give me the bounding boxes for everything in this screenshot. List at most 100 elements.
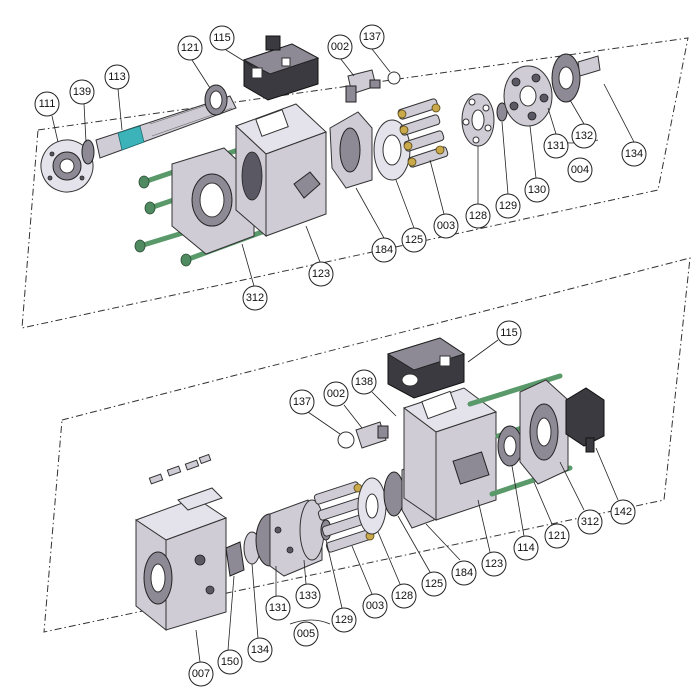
svg-text:150: 150 <box>221 656 239 668</box>
retainer-128-upper <box>461 93 495 147</box>
svg-text:125: 125 <box>425 578 443 590</box>
callout-138: 138 <box>351 369 377 395</box>
lower-assembly <box>134 337 605 632</box>
svg-text:115: 115 <box>500 327 518 339</box>
svg-text:137: 137 <box>363 31 381 43</box>
svg-text:125: 125 <box>405 234 423 246</box>
callouts: 111 139 113 121 115 002 137 131 132 134 … <box>34 24 647 687</box>
svg-text:002: 002 <box>327 388 345 400</box>
part-129-upper <box>496 102 508 122</box>
svg-text:005: 005 <box>297 628 315 640</box>
callout-121-lower: 121 <box>544 523 570 549</box>
callout-125-upper: 125 <box>401 227 427 253</box>
upper-assembly <box>40 35 601 267</box>
callout-131-upper: 131 <box>543 133 569 159</box>
callout-130: 130 <box>524 177 550 203</box>
callout-004: 004 <box>567 157 593 183</box>
svg-text:004: 004 <box>571 164 589 176</box>
callout-142: 142 <box>610 499 636 525</box>
callout-111: 111 <box>34 91 60 117</box>
callout-002-lower: 002 <box>323 381 349 407</box>
callout-184-lower: 184 <box>451 560 477 586</box>
svg-text:128: 128 <box>469 210 487 222</box>
valve-plate-131-132 <box>551 53 581 103</box>
disc-137-upper <box>387 71 401 85</box>
callout-123-upper: 123 <box>308 261 334 287</box>
callout-139: 139 <box>69 79 95 105</box>
callout-007: 007 <box>188 661 214 687</box>
upper-assembly-frame <box>21 37 689 329</box>
plate-125-upper <box>373 119 411 181</box>
callout-115-upper: 115 <box>209 25 235 51</box>
plates-125-128-lower <box>357 471 405 535</box>
callout-312-lower: 312 <box>577 509 603 535</box>
callout-123-lower: 123 <box>481 551 507 577</box>
swash-plate-184-upper <box>329 111 373 189</box>
pin-002-lower <box>355 421 389 449</box>
callout-113: 113 <box>104 64 130 90</box>
svg-text:132: 132 <box>575 130 593 142</box>
disc-137-lower <box>337 431 355 449</box>
svg-text:133: 133 <box>299 590 317 602</box>
callout-003-lower: 003 <box>362 593 388 619</box>
pin-002-upper <box>345 69 381 103</box>
callout-137-upper: 137 <box>359 24 385 50</box>
callout-005: 005 <box>293 621 319 647</box>
pistons-003-lower <box>313 481 375 553</box>
callout-125-lower: 125 <box>421 571 447 597</box>
callout-312-upper: 312 <box>242 285 268 311</box>
svg-text:312: 312 <box>581 516 599 528</box>
svg-text:003: 003 <box>437 220 455 232</box>
valve-142 <box>565 387 605 453</box>
svg-text:128: 128 <box>395 590 413 602</box>
svg-text:312: 312 <box>246 292 264 304</box>
callout-184-upper: 184 <box>371 237 397 263</box>
svg-text:121: 121 <box>548 530 566 542</box>
svg-text:121: 121 <box>181 42 199 54</box>
svg-text:007: 007 <box>192 668 210 680</box>
small-bolts-lower <box>148 453 212 485</box>
housing-123-lower <box>402 387 498 521</box>
callout-128-lower: 128 <box>391 583 417 609</box>
housing-123-upper <box>235 103 327 238</box>
svg-text:129: 129 <box>499 200 517 212</box>
svg-text:131: 131 <box>547 140 565 152</box>
svg-text:123: 123 <box>485 558 503 570</box>
svg-text:184: 184 <box>375 244 393 256</box>
callout-133: 133 <box>295 583 321 609</box>
callout-115-lower: 115 <box>496 320 522 346</box>
cylinder-130 <box>503 65 553 127</box>
shaft-end-134-upper <box>577 55 601 77</box>
callout-114: 114 <box>513 535 539 561</box>
callout-134-upper: 134 <box>621 141 647 167</box>
valve-block-115-upper <box>242 35 320 101</box>
svg-text:129: 129 <box>335 614 353 626</box>
svg-text:130: 130 <box>528 184 546 196</box>
svg-text:137: 137 <box>293 396 311 408</box>
callout-137-lower: 137 <box>289 389 315 415</box>
front-flange-upper <box>171 147 255 255</box>
svg-text:134: 134 <box>251 644 269 656</box>
callout-129-lower: 129 <box>331 607 357 633</box>
callout-002-upper: 002 <box>327 34 353 60</box>
svg-text:131: 131 <box>269 602 287 614</box>
callout-129-upper: 129 <box>495 193 521 219</box>
callout-128-upper: 128 <box>465 203 491 229</box>
svg-text:003: 003 <box>366 600 384 612</box>
bearing-121-upper <box>204 84 228 116</box>
valve-block-115-lower <box>386 337 466 399</box>
callout-131-lower: 131 <box>265 595 291 621</box>
pistons-003-upper <box>397 98 449 168</box>
svg-text:184: 184 <box>455 567 473 579</box>
part-150 <box>225 541 245 577</box>
leader-lines <box>51 48 635 663</box>
callout-003-upper: 003 <box>433 213 459 239</box>
svg-text:134: 134 <box>625 148 643 160</box>
front-flange-lower <box>519 379 569 485</box>
svg-text:142: 142 <box>614 506 632 518</box>
end-cover-007 <box>134 487 228 632</box>
callout-132: 132 <box>571 123 597 149</box>
callout-134-lower: 134 <box>247 637 273 663</box>
svg-text:115: 115 <box>213 32 231 44</box>
